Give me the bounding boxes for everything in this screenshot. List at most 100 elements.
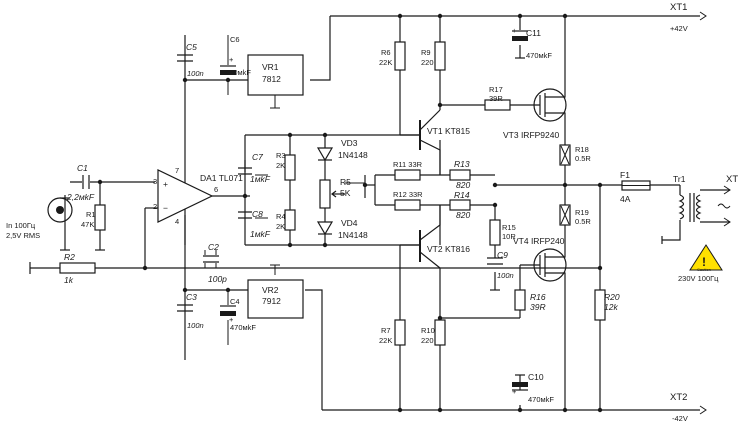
xt-label: XT bbox=[726, 174, 738, 185]
vr2-regulator bbox=[247, 279, 304, 319]
r11-resistor bbox=[394, 169, 421, 181]
c11-capacitor bbox=[512, 30, 528, 41]
r16-label: R16 bbox=[530, 292, 546, 302]
wires bbox=[29, 15, 730, 411]
r18-value: 0.5R bbox=[575, 154, 591, 163]
r1-label: R1 bbox=[86, 210, 96, 219]
r10-value: 220 bbox=[421, 336, 434, 345]
r1-value: 47K bbox=[81, 220, 94, 229]
r9-label: R9 bbox=[421, 48, 431, 57]
r6-resistor bbox=[394, 41, 406, 71]
vt2-label: VT2 KT816 bbox=[427, 244, 470, 254]
r2-value: 1k bbox=[64, 275, 74, 285]
c2-capacitor bbox=[203, 255, 219, 263]
input-jack bbox=[47, 197, 73, 223]
warning-small-text: Caution bbox=[697, 267, 711, 272]
r5-value: 5K bbox=[340, 188, 351, 198]
c8-capacitor bbox=[238, 211, 252, 219]
vd4-diode bbox=[316, 221, 334, 236]
f1-value: 4A bbox=[620, 194, 631, 204]
r10-resistor bbox=[434, 319, 446, 346]
svg-text:+: + bbox=[163, 179, 168, 189]
r19-value: 0.5R bbox=[575, 217, 591, 226]
opamp-pin6: 6 bbox=[214, 185, 218, 194]
opamp-pin2: 2 bbox=[153, 202, 157, 211]
r13-resistor bbox=[449, 169, 471, 181]
c9-value: 100n bbox=[497, 271, 514, 280]
r19-resistor bbox=[559, 204, 571, 226]
r18-resistor bbox=[559, 144, 571, 166]
c9-label: C9 bbox=[497, 250, 508, 260]
r3-label: R3 bbox=[276, 151, 286, 160]
r7-value: 22K bbox=[379, 336, 392, 345]
c1-capacitor bbox=[82, 175, 90, 189]
tr1-transformer bbox=[678, 193, 702, 222]
mains-terminals bbox=[717, 185, 731, 227]
svg-text:−: − bbox=[163, 203, 168, 213]
labels: XT1 +42V XT2 -42V XT In 100Гц 2,5V RMS C… bbox=[6, 2, 738, 423]
c8-label: C8 bbox=[252, 209, 263, 219]
c4-polarity: + bbox=[229, 315, 234, 324]
c6-label: C6 bbox=[230, 35, 240, 44]
c8-value: 1мkF bbox=[250, 229, 271, 239]
c6-capacitor bbox=[220, 65, 236, 75]
svg-text:!: ! bbox=[702, 255, 706, 269]
r13-label: R13 bbox=[454, 159, 470, 169]
r2-resistor bbox=[59, 262, 96, 274]
xt2-terminal bbox=[699, 405, 707, 415]
c11-polarity: + bbox=[512, 26, 517, 35]
vt1-label: VT1 KT815 bbox=[427, 126, 470, 136]
xt2-label: XT2 bbox=[670, 392, 687, 403]
c9-capacitor bbox=[487, 257, 503, 265]
r3-resistor bbox=[284, 154, 296, 181]
r17-resistor bbox=[484, 99, 511, 111]
vt3-mosfet bbox=[530, 88, 567, 122]
c6-value: 470мkF bbox=[225, 68, 251, 77]
f1-label: F1 bbox=[620, 170, 630, 180]
r20-resistor bbox=[594, 289, 606, 321]
c4-capacitor bbox=[220, 305, 236, 316]
c10-polarity: + bbox=[512, 387, 517, 396]
c2-label: C2 bbox=[208, 242, 219, 252]
c10-value: 470мkF bbox=[528, 395, 554, 404]
xt2-voltage: -42V bbox=[672, 414, 688, 423]
vd3-diode bbox=[316, 147, 334, 162]
vr2-value: 7912 bbox=[262, 296, 281, 306]
junctions bbox=[97, 13, 603, 413]
c7-capacitor bbox=[238, 160, 252, 175]
vt2-transistor bbox=[400, 205, 441, 269]
xt1-voltage: +42V bbox=[670, 24, 688, 33]
vt3-label: VT3 IRFP9240 bbox=[503, 130, 559, 140]
c6-polarity: + bbox=[229, 55, 234, 64]
r7-resistor bbox=[394, 319, 406, 346]
r2-label: R2 bbox=[64, 252, 75, 262]
r4-resistor bbox=[284, 209, 296, 231]
r6-value: 22K bbox=[379, 58, 392, 67]
vr1-regulator bbox=[247, 54, 304, 96]
vr2-label: VR2 bbox=[262, 285, 279, 295]
r17-label: R17 bbox=[489, 85, 503, 94]
r4-value: 2K bbox=[276, 222, 285, 231]
c1-value: 2,2мkF bbox=[66, 192, 95, 202]
r14-label: R14 bbox=[454, 190, 470, 200]
r12-resistor bbox=[394, 199, 421, 211]
c5-capacitor bbox=[177, 54, 193, 62]
r6-label: R6 bbox=[381, 48, 391, 57]
mains-rating: 230V 100Гц bbox=[678, 274, 719, 283]
vr1-label: VR1 bbox=[262, 62, 279, 72]
c10-label: C10 bbox=[528, 372, 544, 382]
c2-value: 100p bbox=[208, 274, 227, 284]
c7-value: 1мkF bbox=[250, 174, 271, 184]
f1-fuse bbox=[621, 180, 651, 191]
c10-capacitor bbox=[512, 382, 528, 391]
opamp-pin4: 4 bbox=[175, 217, 179, 226]
vr1-value: 7812 bbox=[262, 74, 281, 84]
c5-value: 100n bbox=[187, 69, 204, 78]
vd3-label: VD3 bbox=[341, 138, 358, 148]
c11-label: C11 bbox=[526, 28, 541, 38]
c4-label: C4 bbox=[230, 297, 240, 306]
tr1-label: Tr1 bbox=[673, 174, 686, 184]
r4-label: R4 bbox=[276, 212, 286, 221]
c3-label: C3 bbox=[186, 292, 197, 302]
r7-label: R7 bbox=[381, 326, 391, 335]
